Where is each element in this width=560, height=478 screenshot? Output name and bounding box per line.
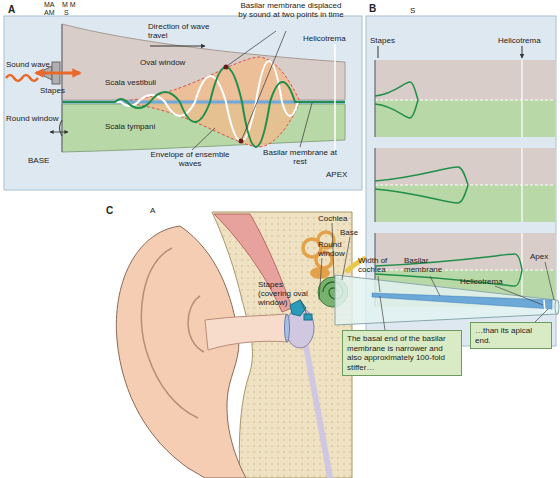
part-label: Oval window	[140, 58, 185, 67]
heading-fragment: S	[64, 9, 69, 17]
callout-text: The basal end of the basilar membrane is…	[347, 334, 457, 372]
envelope-graph-part	[375, 167, 468, 203]
envelope-graph-part	[375, 185, 555, 186]
round-window-arrow	[50, 132, 68, 133]
envelope-graph-part	[375, 100, 555, 101]
direction-label: Direction of wave travel	[148, 22, 214, 40]
envelope-graph-part	[375, 82, 418, 118]
vestibule	[310, 267, 330, 279]
envelope-graph-part	[521, 60, 522, 137]
ear-canal	[205, 314, 288, 350]
leader-line	[227, 31, 286, 139]
leader-line	[192, 103, 312, 150]
stapes-symbol	[304, 314, 312, 320]
part-label: Round window	[318, 240, 352, 258]
helicotrema-line	[334, 44, 336, 150]
sound-wave-symbol	[6, 75, 38, 81]
part-label: Stapes	[370, 36, 395, 45]
part-label: Scala tympani	[105, 122, 155, 131]
part-label: Base	[340, 228, 358, 237]
part-label: Apex	[530, 252, 548, 261]
envelope-graph-part	[375, 60, 555, 100]
end-label: APEX	[326, 170, 347, 179]
envelope-graph-part	[375, 148, 555, 185]
part-label: Stapes (covering oval window)	[258, 280, 316, 308]
leader-line	[300, 223, 554, 330]
point-marker	[239, 139, 244, 144]
eardrum	[285, 314, 290, 342]
end-label: BASE	[28, 156, 49, 165]
part-label: Round window	[6, 114, 58, 123]
wave-line	[62, 67, 345, 147]
pointer-arrow	[378, 46, 522, 58]
heading-fragment: MA	[44, 1, 55, 9]
apex-end	[555, 300, 559, 314]
panel-letter: A	[8, 4, 15, 16]
part-label: Sound wave	[6, 60, 50, 69]
envelope-graph-part	[375, 148, 376, 222]
direction-arrow	[150, 46, 205, 47]
envelope-graph-part	[375, 100, 555, 137]
envelope-graph	[375, 60, 555, 137]
part-label: Basilar membrane	[404, 256, 454, 274]
part-label: Width of cochlea	[358, 256, 402, 274]
stapes-motion-arrow	[36, 72, 80, 75]
heading-fragment: M M	[62, 1, 76, 9]
panel-letter: C	[106, 205, 113, 217]
heading-fragment: A	[150, 206, 155, 215]
part-label: Helicotrema	[303, 34, 346, 43]
callout-box: …than its apical end.	[470, 322, 552, 349]
heading-fragment: S	[410, 6, 415, 15]
panel-a	[4, 16, 362, 190]
pinna	[116, 226, 246, 478]
uncoiled-cochlea	[335, 275, 558, 325]
part-label: Helicotrema	[498, 36, 541, 45]
callout-label: Basilar membrane displaced by sound at t…	[236, 1, 346, 19]
round-window-symbol	[60, 120, 63, 136]
basilar-membrane	[372, 293, 552, 309]
part-label: Cochlea	[318, 214, 347, 223]
panel-background	[4, 16, 362, 190]
envelope-graph-part	[375, 254, 522, 286]
part-label: Stapes	[40, 86, 65, 95]
eustachian-tube	[306, 346, 330, 478]
callout-box: The basal end of the basilar membrane is…	[342, 330, 462, 376]
helicotrema-line	[544, 300, 545, 312]
callout-text: …than its apical end.	[475, 326, 547, 345]
envelope-graph-part	[375, 60, 376, 137]
callout-label: Basilar membrane at rest	[262, 148, 338, 166]
heading-fragment: AM	[44, 9, 55, 17]
part-label: Scala vestibuli	[105, 78, 156, 87]
envelope-graph	[375, 148, 555, 222]
panel-letter: B	[369, 3, 376, 15]
part-label: Helicotrema	[460, 277, 503, 286]
envelope-graph-part	[375, 270, 555, 271]
panel-c	[116, 212, 559, 478]
envelope-graph-part	[375, 185, 555, 222]
callout-label: Envelope of ensemble waves	[150, 150, 230, 168]
envelope-graph-part	[521, 148, 522, 222]
pinna-fold	[141, 248, 204, 418]
